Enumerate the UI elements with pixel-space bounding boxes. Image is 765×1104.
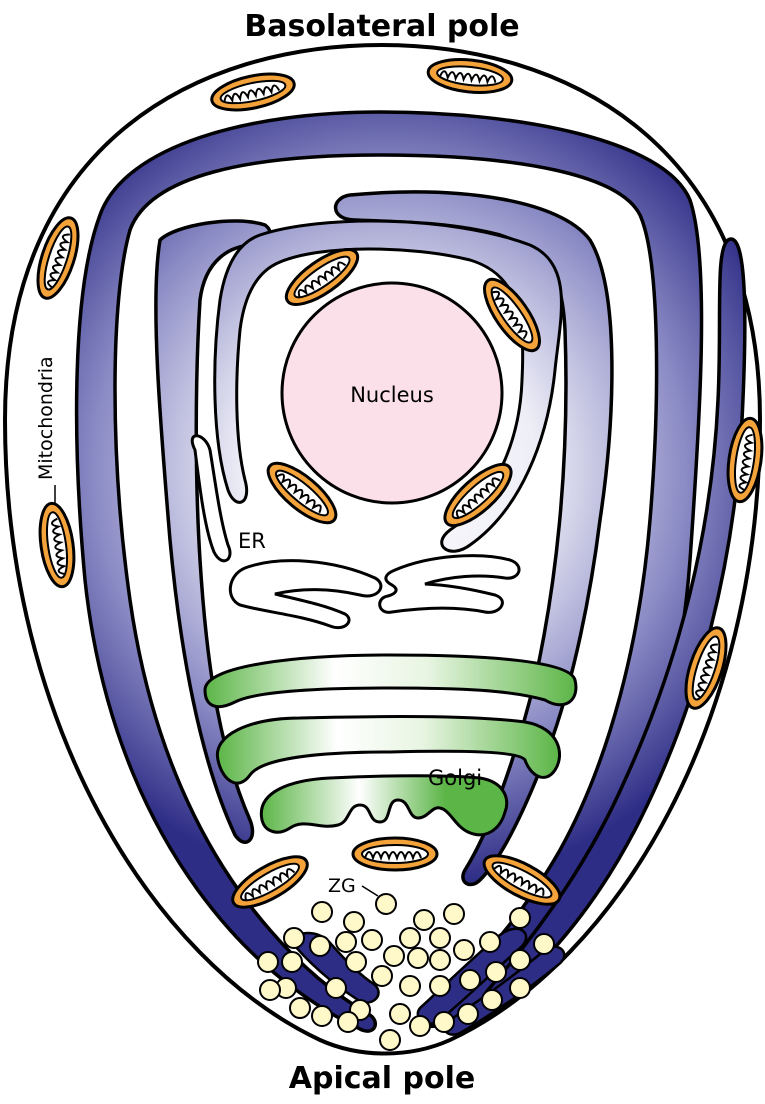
golgi-label: Golgi xyxy=(428,766,482,790)
title-basolateral-pole: Basolateral pole xyxy=(244,9,519,44)
title-apical-pole: Apical pole xyxy=(289,1061,475,1096)
er-label: ER xyxy=(238,529,266,553)
zg-label: ZG xyxy=(328,875,356,897)
mitochondria-label: Mitochondria xyxy=(35,356,57,480)
mitochondrion-11 xyxy=(353,838,437,870)
nucleus-label: Nucleus xyxy=(350,383,434,407)
